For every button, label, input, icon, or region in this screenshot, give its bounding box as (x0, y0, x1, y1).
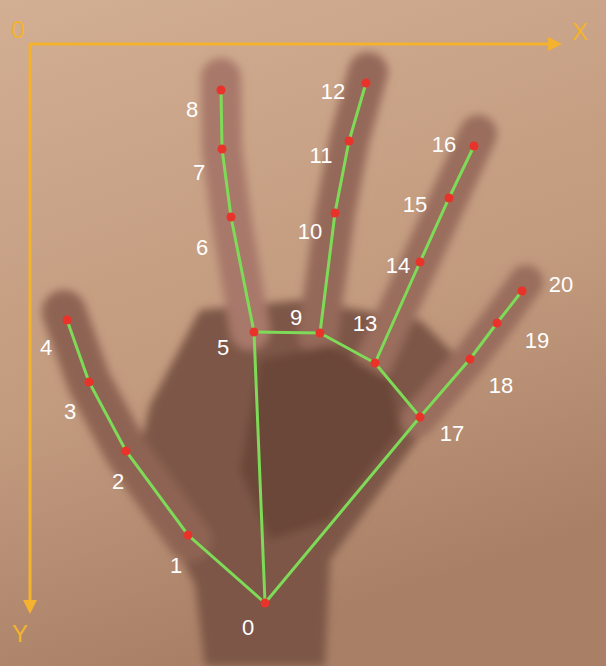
axes (23, 37, 562, 614)
keypoint-number: 20 (549, 274, 573, 296)
keypoint-number: 17 (440, 423, 464, 445)
keypoint-number: 0 (242, 617, 254, 639)
keypoint-dots (63, 79, 527, 608)
axis-label: Y (12, 622, 28, 646)
keypoint-number: 8 (186, 99, 198, 121)
keypoint-number: 1 (170, 555, 182, 577)
keypoint-number: 18 (489, 375, 513, 397)
keypoint-number: 2 (112, 471, 124, 493)
keypoint-number: 12 (321, 81, 345, 103)
skeleton-lines (67, 83, 522, 603)
keypoint-number: 3 (64, 401, 76, 423)
axis-label: 0 (11, 18, 24, 42)
keypoint-number: 10 (298, 221, 322, 243)
keypoint-number: 7 (193, 162, 205, 184)
keypoint-number: 9 (290, 307, 302, 329)
keypoint-number: 5 (217, 337, 229, 359)
hand-silhouette (64, 72, 526, 666)
keypoint-number: 19 (525, 330, 549, 352)
keypoint-number: 15 (403, 194, 427, 216)
axis-label: X (572, 20, 588, 44)
keypoint-number: 16 (432, 134, 456, 156)
keypoint-number: 14 (386, 255, 410, 277)
keypoint-number: 4 (40, 337, 52, 359)
keypoint-number: 6 (196, 237, 208, 259)
keypoint-number: 13 (353, 313, 377, 335)
keypoint-number: 11 (310, 145, 333, 167)
